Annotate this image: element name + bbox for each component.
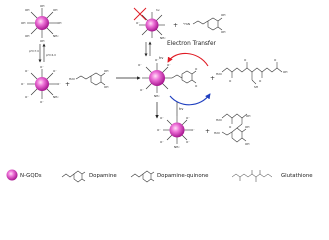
svg-text:NH₂: NH₂ <box>154 94 160 98</box>
svg-text:O⁻: O⁻ <box>53 69 57 73</box>
svg-text:O⁻: O⁻ <box>140 88 144 92</box>
svg-text:OH: OH <box>221 30 225 34</box>
svg-text:NH₂: NH₂ <box>53 34 59 38</box>
svg-text:NH₂: NH₂ <box>160 36 166 40</box>
mechanism-diagram: OH OH OH NH₂ OH OH OH OH pH=7.0 pH=4.0 <box>6 4 313 183</box>
ph-label-7: pH=7.0 <box>29 49 39 53</box>
quantum-dot <box>169 122 185 138</box>
legend-ngqds: N-GQDs <box>20 173 42 179</box>
svg-text:O⁻: O⁻ <box>167 63 171 67</box>
quantum-dot <box>35 16 49 30</box>
svg-text:O⁻: O⁻ <box>160 116 164 120</box>
svg-text:OH: OH <box>104 85 108 89</box>
svg-text:+: + <box>173 22 178 29</box>
svg-text:O⁻: O⁻ <box>21 82 25 86</box>
return-arrow <box>169 93 211 106</box>
legend-dopamine-structure <box>61 170 86 183</box>
legend-glutathione: Glutathione <box>281 173 313 179</box>
svg-text:OH: OH <box>25 34 29 38</box>
svg-text:O: O <box>274 58 277 62</box>
ngqd-bottom: O⁻ O⁻ O⁻ NH₂ O⁻ O⁻ O⁻ <box>157 116 195 149</box>
svg-text:OH: OH <box>221 13 225 17</box>
bound-quinone <box>171 70 197 84</box>
legend-ngqd-icon <box>6 169 18 181</box>
svg-text:OH: OH <box>40 4 44 8</box>
svg-text:H₂N: H₂N <box>69 77 75 81</box>
cross-mark-icon <box>133 7 147 21</box>
quantum-dot <box>149 70 165 86</box>
svg-text:SH: SH <box>254 85 258 89</box>
glutathione-structure <box>221 62 283 85</box>
svg-text:hv: hv <box>159 56 164 60</box>
legend-dopamine: Dopamine <box>89 173 117 179</box>
svg-text:O: O <box>229 79 232 83</box>
svg-text:O⁻: O⁻ <box>25 69 29 73</box>
svg-text:NH₂: NH₂ <box>174 145 180 149</box>
svg-text:OH: OH <box>40 39 44 43</box>
svg-text:O: O <box>195 67 198 71</box>
svg-text:H₂N: H₂N <box>214 131 220 135</box>
svg-text:O⁻: O⁻ <box>186 140 190 144</box>
svg-text:OH: OH <box>21 21 25 25</box>
plus-sign: + <box>65 81 70 88</box>
svg-text:O⁻: O⁻ <box>40 65 44 69</box>
dopamine-structure <box>75 72 106 86</box>
svg-text:O⁻: O⁻ <box>157 128 161 132</box>
svg-text:O⁻: O⁻ <box>138 63 142 67</box>
svg-text:O⁻: O⁻ <box>155 58 159 62</box>
ngqd-top-left: OH OH OH NH₂ OH OH OH OH <box>21 4 61 43</box>
dopamine-top <box>192 17 223 31</box>
ngqd-central: O⁻ O⁻ O⁻ NH₂ O⁻ hv <box>138 56 172 98</box>
svg-text:OH: OH <box>283 70 287 74</box>
svg-text:O⁻: O⁻ <box>57 82 61 86</box>
svg-text:OH: OH <box>245 125 249 129</box>
svg-text:O⁻: O⁻ <box>186 116 190 120</box>
ngqd-bottom-left: O⁻ O⁻ O⁻ NH₂ O⁻ O⁻ O⁻ O⁻ <box>21 65 61 104</box>
electron-transfer-label: Electron Transfer <box>167 41 217 47</box>
svg-text:hv: hv <box>179 107 184 111</box>
svg-text:OH: OH <box>57 21 61 25</box>
svg-text:hv: hv <box>156 8 160 12</box>
svg-text:O: O <box>244 58 247 62</box>
legend-dopamine-quinone: Dopamine-quinone <box>157 173 209 179</box>
ngqd-top-middle: hv O⁻ NH₂ <box>136 8 166 40</box>
quantum-dot <box>145 18 159 32</box>
ph-equilibrium-arrows: pH=7.0 pH=4.0 <box>29 43 56 63</box>
svg-text:H₂N: H₂N <box>216 72 222 76</box>
svg-text:OH: OH <box>246 114 250 118</box>
svg-text:⁺H₃N: ⁺H₃N <box>183 22 190 26</box>
svg-text:OH: OH <box>53 8 57 12</box>
svg-text:OH: OH <box>104 69 108 73</box>
svg-text:OH: OH <box>25 8 29 12</box>
svg-text:NH₂: NH₂ <box>53 95 59 99</box>
ph-label-4: pH=4.0 <box>46 53 56 57</box>
svg-text:+: + <box>210 75 215 82</box>
svg-text:O: O <box>259 79 262 83</box>
svg-text:H₂N: H₂N <box>216 118 222 122</box>
svg-text:O: O <box>229 125 232 129</box>
legend: N-GQDs Dopamine Dopamine-quinone Glutath… <box>6 169 313 183</box>
svg-text:O⁻: O⁻ <box>160 140 164 144</box>
svg-text:O⁻: O⁻ <box>136 21 140 25</box>
electron-transfer-arrow <box>167 52 209 67</box>
legend-quinone-structure <box>130 170 155 183</box>
quantum-dot <box>35 77 49 91</box>
svg-text:O⁻: O⁻ <box>40 100 44 104</box>
svg-text:O⁻: O⁻ <box>25 95 29 99</box>
svg-text:+: + <box>205 128 210 135</box>
legend-glutathione-structure <box>231 170 273 182</box>
svg-text:OH: OH <box>245 142 249 146</box>
svg-text:O⁻: O⁻ <box>191 128 195 132</box>
adduct-structure <box>221 113 248 143</box>
svg-text:O: O <box>195 84 198 88</box>
